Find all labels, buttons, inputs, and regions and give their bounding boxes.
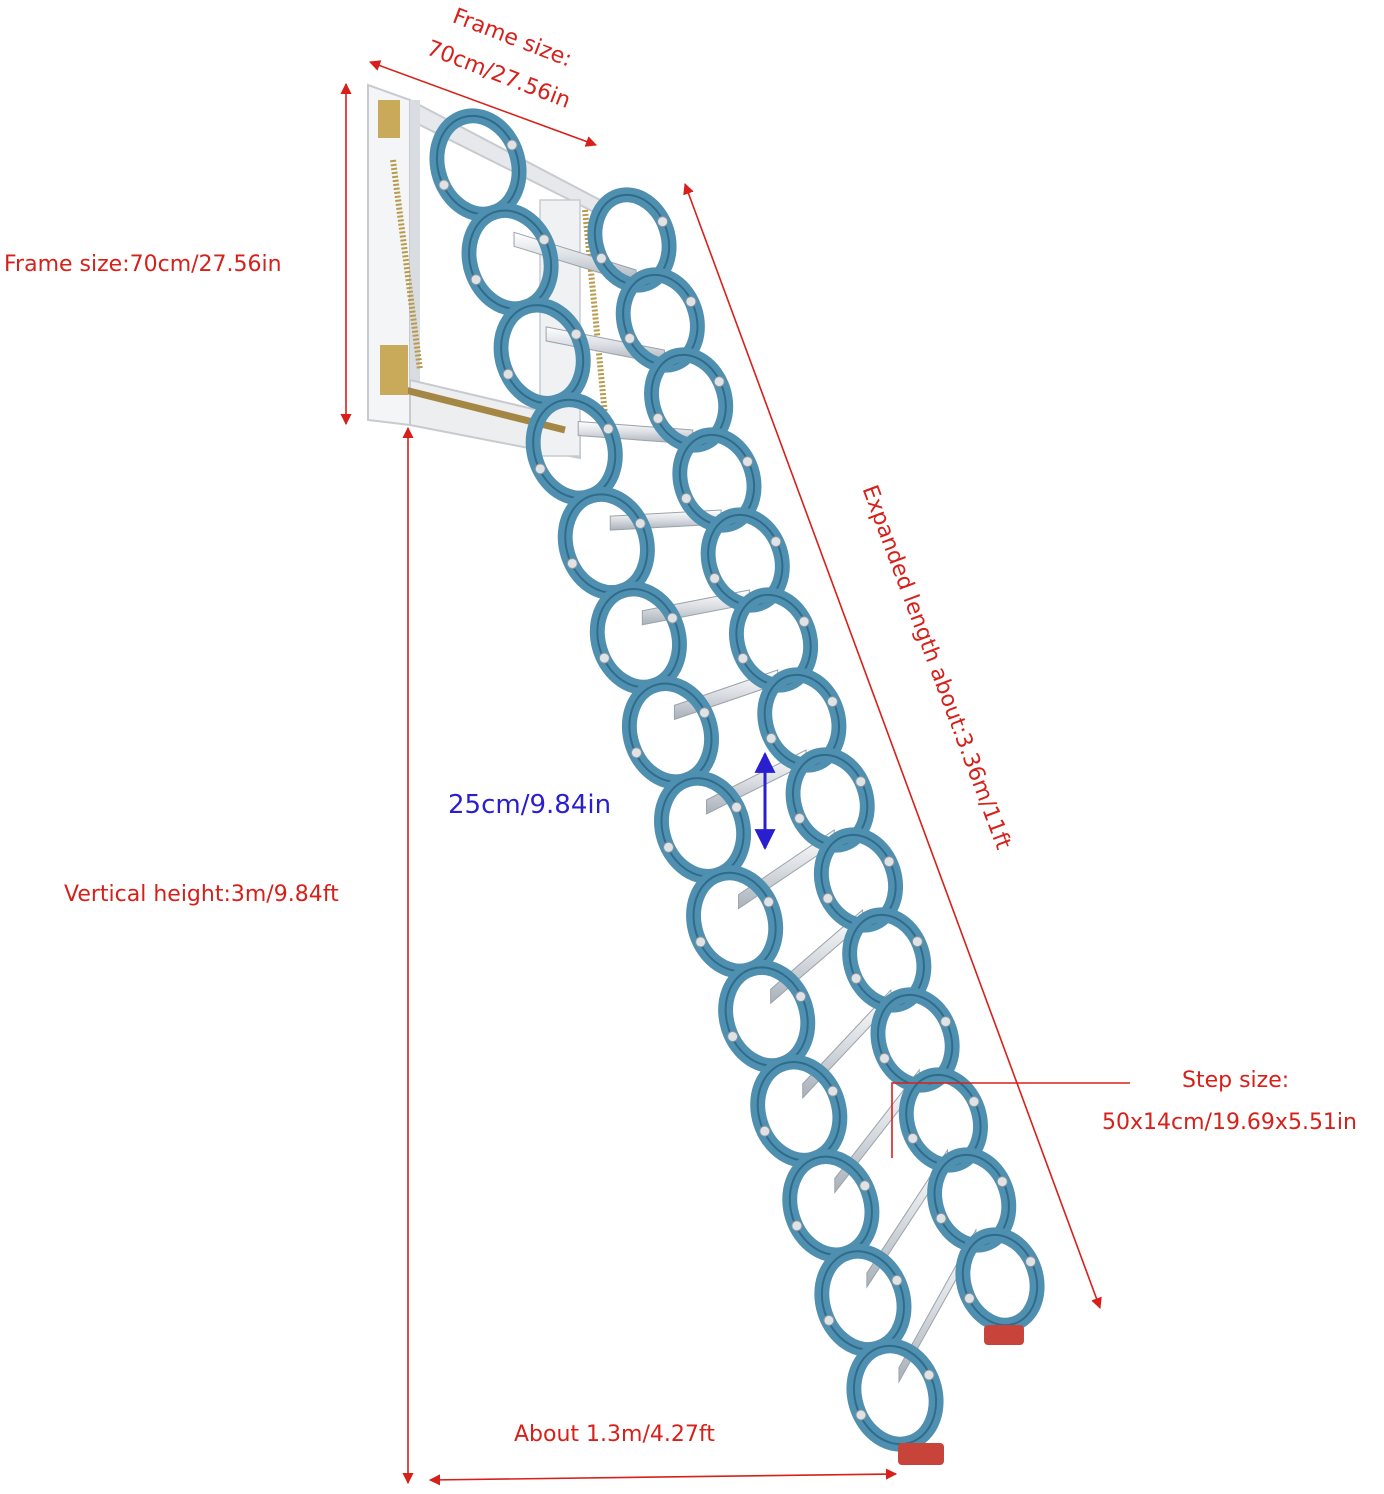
rivet xyxy=(795,991,807,1003)
rivet xyxy=(727,1031,739,1043)
rivet xyxy=(737,652,749,664)
rivet xyxy=(759,1125,771,1137)
rivet xyxy=(827,1085,839,1097)
rivet xyxy=(502,368,514,380)
rivet xyxy=(663,841,675,853)
rivet xyxy=(855,776,867,788)
rivet xyxy=(770,536,782,548)
rivet xyxy=(878,1052,890,1064)
rivet xyxy=(791,1220,803,1232)
rivet xyxy=(850,972,862,984)
rivet xyxy=(602,423,614,435)
rivet xyxy=(823,1314,835,1326)
rivet xyxy=(698,707,710,719)
rivet xyxy=(438,179,450,191)
rivet xyxy=(570,328,582,340)
rivet xyxy=(657,216,669,228)
rivet xyxy=(566,557,578,569)
rivet xyxy=(826,696,838,708)
rivet xyxy=(713,376,725,388)
rivet xyxy=(822,892,834,904)
rivet xyxy=(666,612,678,624)
rivet xyxy=(680,492,692,504)
step-spacing-label: 25cm/9.84in xyxy=(448,790,612,820)
rivet xyxy=(470,274,482,286)
rivet xyxy=(763,896,775,908)
rubber-foot-icon xyxy=(898,1325,1024,1465)
rivet xyxy=(883,856,895,868)
rivet xyxy=(963,1292,975,1304)
dimension-arrow-icon xyxy=(340,60,1130,1486)
rivet xyxy=(996,1176,1008,1188)
step-size-label-line2: 50x14cm/19.69x5.51in xyxy=(1102,1110,1357,1135)
right-rail-ring xyxy=(955,1227,1045,1333)
rivet xyxy=(968,1096,980,1108)
vertical-height-label: Vertical height:3m/9.84ft xyxy=(64,882,339,907)
rivet xyxy=(911,936,923,948)
rivet xyxy=(652,412,664,424)
rivet xyxy=(695,936,707,948)
rivet xyxy=(709,572,721,584)
rivet xyxy=(923,1369,935,1381)
rivet xyxy=(731,801,743,813)
rivet xyxy=(630,747,642,759)
rivet xyxy=(624,332,636,344)
rivet xyxy=(595,252,607,264)
rivet xyxy=(765,732,777,744)
rivet xyxy=(935,1212,947,1224)
rivet xyxy=(798,616,810,628)
rivet xyxy=(598,652,610,664)
step-size-label-line1: Step size: xyxy=(1182,1068,1290,1093)
rivet xyxy=(538,234,550,246)
rivet xyxy=(794,812,806,824)
rivet xyxy=(685,296,697,308)
base-width-label: About 1.3m/4.27ft xyxy=(514,1422,715,1447)
rivet xyxy=(859,1180,871,1192)
rivet xyxy=(855,1409,867,1421)
rivet xyxy=(1025,1256,1037,1268)
left-rail-ring-edge xyxy=(852,1344,938,1446)
rivet xyxy=(940,1016,952,1028)
frame-size-left-label: Frame size:70cm/27.56in xyxy=(4,252,282,277)
rivet xyxy=(534,463,546,475)
rivet xyxy=(506,139,518,151)
ladder-body xyxy=(429,108,1045,1452)
rivet xyxy=(634,517,646,529)
rivet xyxy=(907,1132,919,1144)
rivet xyxy=(742,456,754,468)
rivet xyxy=(891,1274,903,1286)
